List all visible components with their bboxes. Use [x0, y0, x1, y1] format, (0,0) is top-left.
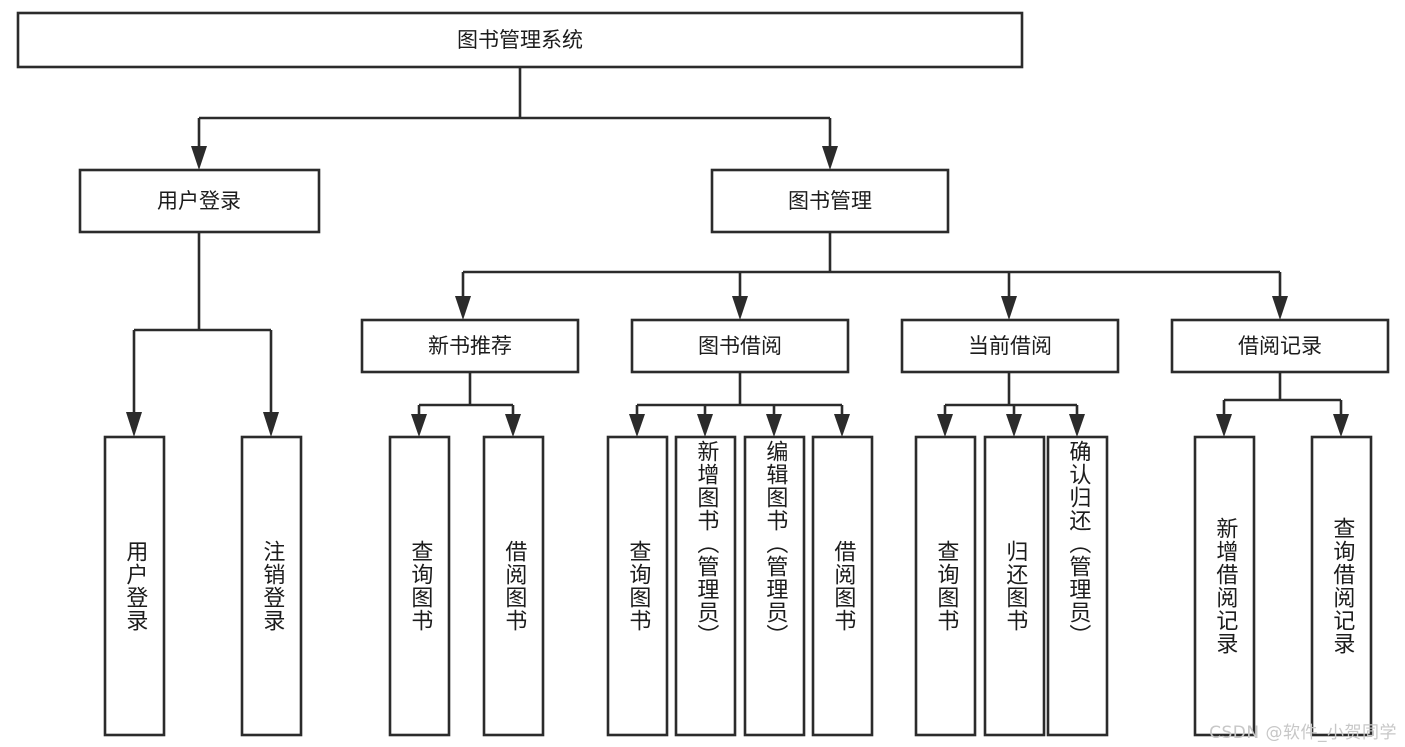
- node-leaf-query-book-3[interactable]: [914, 435, 977, 737]
- node-leaf-user-login[interactable]: [103, 435, 166, 737]
- node-book-manage[interactable]: [710, 168, 950, 234]
- arrow-bm-to-record: [1272, 296, 1288, 320]
- arrow-bm-to-current: [1001, 296, 1017, 320]
- node-user-login[interactable]: [78, 168, 321, 234]
- csdn-watermark: CSDN @软件_小贺同学: [1209, 723, 1397, 743]
- arrow-newbook-c2: [505, 414, 521, 437]
- arrow-user-login-c1: [126, 412, 142, 437]
- arrow-record-c2: [1333, 414, 1349, 437]
- arrow-borrow-c2: [697, 414, 713, 437]
- node-borrow-record[interactable]: [1170, 318, 1390, 374]
- node-current-borrow[interactable]: [900, 318, 1120, 374]
- node-book-borrow[interactable]: [630, 318, 850, 374]
- node-book-manage-label: 图书管理: [788, 189, 872, 213]
- node-new-book-rec[interactable]: [360, 318, 580, 374]
- edges-layer: [126, 67, 1349, 437]
- arrow-borrow-c1: [629, 414, 645, 437]
- node-leaf-logout[interactable]: [240, 435, 303, 737]
- arrow-root-to-book-manage: [822, 146, 838, 170]
- node-root[interactable]: [16, 11, 1024, 69]
- arrow-root-to-user-login: [191, 146, 207, 170]
- node-current-borrow-label: 当前借阅: [968, 334, 1052, 358]
- node-new-book-rec-label: 新书推荐: [428, 334, 512, 358]
- nodes-layer: 图书管理系统 用户登录 图书管理 新书推荐 图书借阅 当前借阅 借阅记录: [16, 11, 1390, 737]
- node-root-label: 图书管理系统: [457, 28, 583, 52]
- node-user-login-label: 用户登录: [157, 189, 241, 213]
- node-book-borrow-label: 图书借阅: [698, 334, 782, 358]
- node-leaf-add-book[interactable]: [674, 435, 737, 737]
- node-leaf-confirm-return[interactable]: [1046, 435, 1109, 737]
- node-leaf-return-book[interactable]: [983, 435, 1046, 737]
- arrow-current-c3: [1069, 414, 1085, 437]
- arrow-current-c2: [1006, 414, 1022, 437]
- arrow-bm-to-borrow: [732, 296, 748, 320]
- arrow-bm-to-newbook: [455, 296, 471, 320]
- arrow-user-login-c2: [263, 412, 279, 437]
- node-leaf-borrow-book-2[interactable]: [811, 435, 874, 737]
- arrow-current-c1: [937, 414, 953, 437]
- node-leaf-query-book-1[interactable]: [388, 435, 451, 737]
- arrow-borrow-c4: [834, 414, 850, 437]
- node-leaf-add-record[interactable]: [1193, 435, 1256, 737]
- arrow-borrow-c3: [766, 414, 782, 437]
- arrow-newbook-c1: [411, 414, 427, 437]
- arrow-record-c1: [1216, 414, 1232, 437]
- node-leaf-query-record[interactable]: [1310, 435, 1373, 737]
- node-leaf-query-book-2[interactable]: [606, 435, 669, 737]
- node-borrow-record-label: 借阅记录: [1238, 334, 1322, 358]
- node-leaf-edit-book[interactable]: [743, 435, 806, 737]
- node-leaf-borrow-book-1[interactable]: [482, 435, 545, 737]
